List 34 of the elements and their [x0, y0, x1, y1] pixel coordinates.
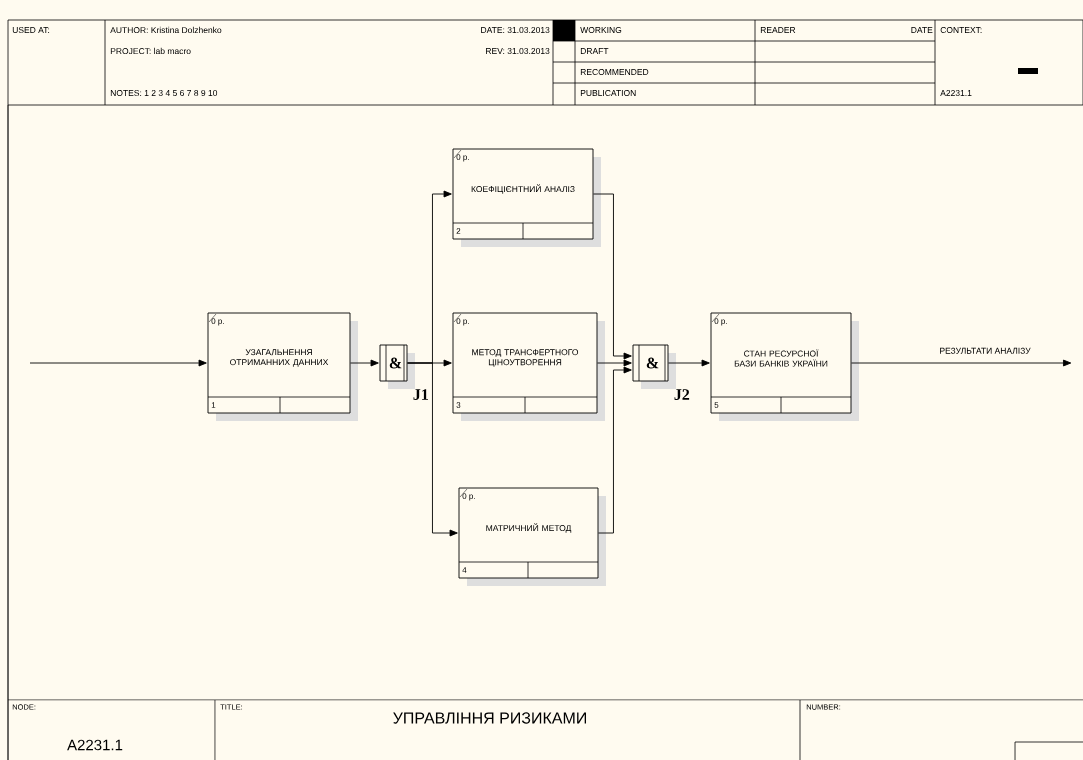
- edge-label: РЕЗУЛЬТАТИ АНАЛІЗУ: [938, 346, 1032, 355]
- junction-box: &: [379, 344, 415, 389]
- process-box: 0 р. УЗАГАЛЬНЕННЯ ОТРИМАННИХ ДАННИХ 1: [207, 312, 358, 421]
- arrow: [593, 193, 632, 360]
- junction-label: J1: [413, 389, 428, 400]
- frame-label: NOTES: 1 2 3 4 5 6 7 8 9 10: [110, 90, 218, 96]
- arrow: [597, 359, 632, 367]
- junction-box: &: [632, 344, 676, 389]
- frame-label: DATE: 31.03.2013: [481, 27, 550, 33]
- frame-label: PROJECT: lab macro: [110, 47, 191, 55]
- frame-label: AUTHOR: Kristina Dolzhenko: [110, 26, 222, 34]
- frame-label: PUBLICATION: [580, 90, 636, 96]
- process-box: 0 р. СТАН РЕСУРСНОЇ БАЗИ БАНКІВ УКРАЇНИ 5: [710, 312, 859, 421]
- diagram-title: УПРАВЛІННЯ РИЗИКАМИ: [393, 712, 586, 724]
- frame-label: CONTEXT:: [940, 27, 982, 33]
- frame-label: WORKING: [580, 27, 622, 33]
- arrow: [668, 359, 710, 367]
- frame-label: DATE: [911, 27, 933, 33]
- frame-label: READER: [760, 27, 796, 33]
- arrow: [29, 359, 207, 367]
- frame-label: A2231.1: [67, 739, 123, 751]
- frame-label: A2231.1: [940, 90, 972, 96]
- frame-label: DRAFT: [580, 48, 609, 54]
- process-box: 0 р. КОЕФІЦІЄНТНИЙ АНАЛІЗ 2: [452, 148, 601, 247]
- arrow: [350, 359, 379, 367]
- frame-label: RECOMMENDED: [580, 69, 649, 75]
- junction-label: J2: [674, 389, 690, 400]
- arrow: [598, 366, 632, 534]
- frame-label: REV: 31.03.2013: [486, 48, 550, 54]
- arrow: [851, 359, 1072, 367]
- frame-label: USED AT:: [12, 27, 50, 33]
- process-box: 0 р. МЕТОД ТРАНСФЕРТНОГО ЦІНОУТВОРЕННЯ 3: [452, 312, 605, 421]
- process-box: 0 р. МАТРИЧНИЙ МЕТОД 4: [458, 487, 606, 586]
- arrow: [407, 362, 458, 537]
